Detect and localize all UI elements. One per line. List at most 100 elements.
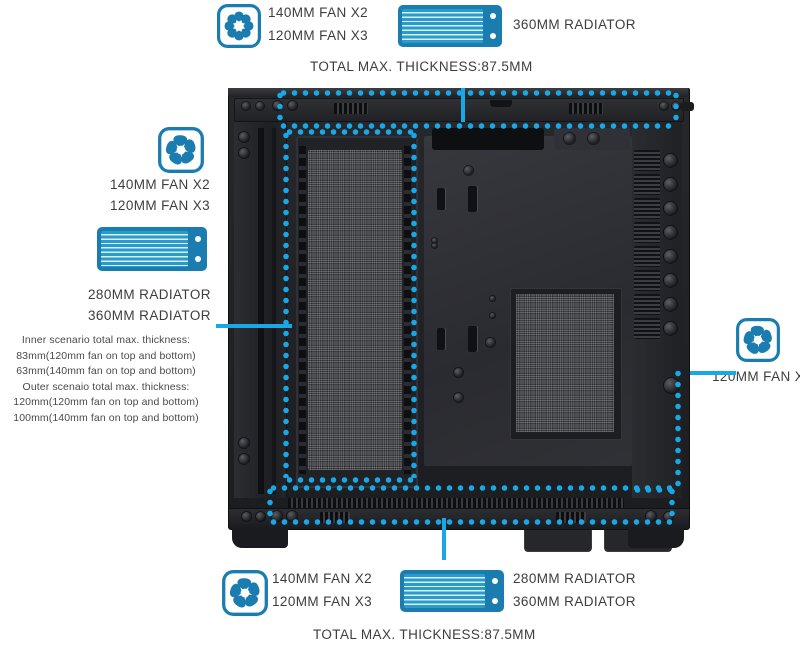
pcie-slot-cover bbox=[634, 150, 660, 171]
pcie-slot-cover bbox=[634, 246, 660, 267]
psu-shroud-mesh-panel bbox=[516, 294, 614, 432]
front-zone-guide-top bbox=[284, 128, 414, 136]
pcie-slot-cover bbox=[634, 198, 660, 219]
detail-line: 83mm(120mm fan on top and bottom) bbox=[16, 349, 196, 362]
screw bbox=[588, 133, 599, 144]
pcie-slot-cover bbox=[634, 174, 660, 195]
front-zone-guide-left bbox=[282, 130, 290, 478]
cable-cutout bbox=[468, 326, 477, 352]
front-mesh-slot-right bbox=[404, 146, 411, 474]
radiator-icon bbox=[400, 570, 504, 612]
left-fan-label-2: 120MM FAN X3 bbox=[110, 198, 211, 213]
screw bbox=[239, 132, 249, 142]
top-fan-label-1: 140MM FAN X2 bbox=[268, 5, 369, 20]
cable-cutout bbox=[468, 186, 477, 212]
pcie-slot-stack bbox=[634, 150, 660, 346]
rear-top-knob bbox=[680, 102, 694, 111]
rear-zone-guide-right bbox=[674, 368, 682, 488]
bottom-zone-guide-bottom bbox=[268, 518, 672, 526]
rear-zone-guide-bottom bbox=[632, 486, 678, 494]
bottom-radiator-label-1: 280MM RADIATOR bbox=[513, 571, 636, 586]
bottom-zone-guide-left bbox=[266, 486, 274, 520]
cable-cutout bbox=[437, 328, 445, 350]
screw bbox=[239, 438, 249, 448]
right-callout-arrow bbox=[690, 371, 736, 375]
pcie-slot-cover bbox=[634, 270, 660, 291]
standoff bbox=[490, 296, 495, 301]
thumbscrew bbox=[664, 226, 677, 239]
radiator-icon bbox=[398, 5, 502, 47]
screw bbox=[256, 102, 264, 110]
cable-cutout bbox=[437, 188, 445, 210]
thumbscrew bbox=[664, 298, 677, 311]
screw bbox=[288, 101, 297, 110]
left-detail-block: Inner scenario total max. thickness: 83m… bbox=[0, 333, 212, 426]
top-fan-label-2: 120MM FAN X3 bbox=[268, 28, 369, 43]
bottom-callout-arrow bbox=[442, 518, 446, 560]
standoff bbox=[490, 313, 495, 318]
case-foot-left bbox=[232, 528, 288, 548]
screw bbox=[272, 511, 282, 521]
front-panel-groove bbox=[258, 128, 264, 494]
top-zone-guide-left bbox=[276, 90, 284, 124]
detail-line: Outer scenaio total max. thickness: bbox=[22, 380, 190, 393]
thumbscrew bbox=[664, 178, 677, 191]
standoff bbox=[432, 238, 437, 243]
case-foot-right bbox=[628, 528, 684, 548]
pcie-slot-cover bbox=[634, 318, 660, 339]
left-radiator-label-2: 360MM RADIATOR bbox=[88, 308, 211, 323]
screw bbox=[564, 133, 575, 144]
top-vent-left bbox=[334, 103, 368, 114]
right-fan-label-1: 120MM FAN X1 bbox=[712, 369, 800, 384]
top-zone-guide-bottom bbox=[278, 122, 676, 130]
pc-case-illustration bbox=[228, 88, 694, 552]
standoff bbox=[454, 368, 463, 377]
top-radiator-label-1: 360MM RADIATOR bbox=[513, 17, 636, 32]
top-thickness-note: TOTAL MAX. THICKNESS:87.5MM bbox=[310, 59, 533, 74]
screw bbox=[239, 454, 249, 464]
case-top-rail bbox=[234, 98, 684, 122]
thumbscrew bbox=[664, 250, 677, 263]
left-callout-arrow bbox=[216, 324, 292, 328]
front-mesh-slot-left bbox=[299, 146, 306, 474]
bottom-zone-guide-right bbox=[668, 486, 676, 520]
front-zone-guide-right bbox=[410, 130, 418, 478]
detail-line: 120mm(120mm fan on top and bottom) bbox=[13, 396, 199, 408]
bottom-zone-guide-top bbox=[268, 484, 672, 492]
left-radiator-label-1: 280MM RADIATOR bbox=[88, 287, 211, 302]
detail-line: 63mm(140mm fan on top and bottom) bbox=[16, 365, 196, 377]
standoff bbox=[432, 243, 437, 248]
bottom-fan-label-2: 120MM FAN X3 bbox=[272, 594, 373, 609]
pcie-slot-cover bbox=[634, 294, 660, 315]
detail-line: Inner scenario total max. thickness: bbox=[21, 334, 191, 346]
bottom-vent-left bbox=[320, 512, 350, 523]
fan-icon bbox=[217, 4, 261, 48]
screw bbox=[256, 512, 265, 521]
standoff bbox=[486, 338, 495, 347]
thumbscrew bbox=[664, 202, 677, 215]
fan-icon bbox=[158, 127, 204, 173]
top-callout-arrow bbox=[461, 88, 465, 122]
front-mesh-panel bbox=[308, 150, 402, 470]
screw bbox=[646, 511, 656, 521]
front-panel-edge bbox=[272, 128, 276, 494]
top-vent-right bbox=[569, 103, 603, 114]
screw bbox=[239, 148, 249, 158]
screw bbox=[242, 102, 250, 110]
thumbscrew bbox=[664, 274, 677, 287]
front-zone-guide-bottom bbox=[284, 476, 414, 484]
fan-icon bbox=[222, 570, 268, 616]
thumbscrew bbox=[664, 154, 677, 167]
top-center-tab bbox=[490, 100, 512, 107]
bottom-radiator-label-2: 360MM RADIATOR bbox=[513, 594, 636, 609]
standoff bbox=[454, 393, 463, 402]
screw bbox=[660, 102, 668, 110]
bottom-thickness-note: TOTAL MAX. THICKNESS:87.5MM bbox=[313, 627, 536, 642]
top-zone-guide-top bbox=[278, 89, 676, 97]
bottom-vent-right bbox=[556, 512, 586, 523]
detail-line: 100mm(140mm fan on top and bottom) bbox=[13, 411, 199, 424]
fan-icon bbox=[736, 318, 780, 362]
radiator-icon bbox=[97, 227, 207, 271]
screw bbox=[287, 511, 297, 521]
standoff bbox=[464, 166, 473, 175]
